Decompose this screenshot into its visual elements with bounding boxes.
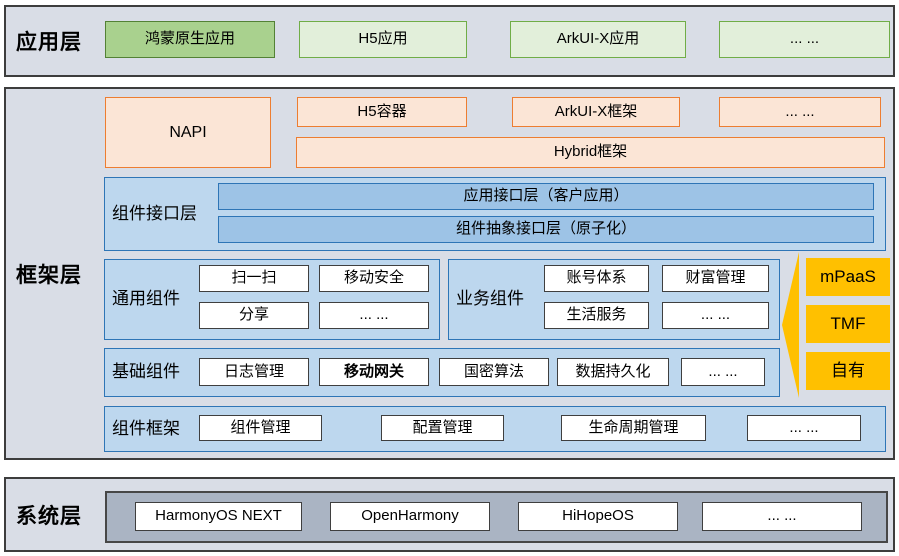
interface-bar-app-api: 应用接口层（客户应用）	[218, 183, 874, 210]
app-box-h5: H5应用	[299, 21, 467, 58]
basic-box-more: ... ...	[681, 358, 765, 386]
fw-box-hybrid-framework: Hybrid框架	[296, 137, 885, 168]
framework-layer-label: 框架层	[16, 263, 82, 287]
basic-box-log: 日志管理	[199, 358, 309, 386]
source-box-own: 自有	[806, 352, 890, 390]
common-box-scan: 扫一扫	[199, 265, 309, 292]
fw-box-napi: NAPI	[105, 97, 271, 168]
common-components-label: 通用组件	[112, 289, 180, 309]
business-box-more: ... ...	[662, 302, 769, 329]
cf-box-component-mgmt: 组件管理	[199, 415, 322, 441]
fw-box-arkui-x-framework: ArkUI-X框架	[512, 97, 680, 127]
common-box-more: ... ...	[319, 302, 429, 329]
business-components-container: 业务组件 账号体系 财富管理 生活服务 ... ...	[448, 259, 780, 340]
system-box-harmonyos-next: HarmonyOS NEXT	[135, 502, 302, 531]
basic-components-label: 基础组件	[112, 362, 180, 382]
system-layer-section: 系统层 HarmonyOS NEXT OpenHarmony HiHopeOS …	[4, 477, 895, 552]
app-box-more: ... ...	[719, 21, 890, 58]
component-interface-layer-container: 组件接口层 应用接口层（客户应用） 组件抽象接口层（原子化）	[104, 177, 886, 251]
fw-box-h5-container: H5容器	[297, 97, 467, 127]
basic-box-persistence: 数据持久化	[557, 358, 669, 386]
framework-layer-section: 框架层 NAPI H5容器 ArkUI-X框架 ... ... Hybrid框架…	[4, 87, 895, 460]
basic-box-mobile-gateway: 移动网关	[319, 358, 429, 386]
app-box-arkui-x: ArkUI-X应用	[510, 21, 686, 58]
system-os-container: HarmonyOS NEXT OpenHarmony HiHopeOS ... …	[105, 491, 888, 543]
business-box-wealth: 财富管理	[662, 265, 769, 292]
source-box-tmf: TMF	[806, 305, 890, 343]
cf-box-lifecycle-mgmt: 生命周期管理	[561, 415, 706, 441]
system-box-hihopeos: HiHopeOS	[518, 502, 678, 531]
system-layer-label: 系统层	[16, 504, 82, 528]
source-box-mpaas: mPaaS	[806, 258, 890, 296]
cf-box-config-mgmt: 配置管理	[381, 415, 504, 441]
system-box-openharmony: OpenHarmony	[330, 502, 490, 531]
cf-box-more: ... ...	[747, 415, 861, 441]
app-box-harmony-native: 鸿蒙原生应用	[105, 21, 275, 58]
business-components-label: 业务组件	[456, 289, 524, 309]
interface-bar-abstract-api: 组件抽象接口层（原子化）	[218, 216, 874, 243]
component-framework-label: 组件框架	[112, 418, 180, 438]
common-components-container: 通用组件 扫一扫 移动安全 分享 ... ...	[104, 259, 440, 340]
business-box-account: 账号体系	[544, 265, 649, 292]
left-arrow-icon	[782, 252, 799, 398]
fw-box-more: ... ...	[719, 97, 881, 127]
application-layer-label: 应用层	[16, 31, 82, 54]
basic-components-container: 基础组件 日志管理 移动网关 国密算法 数据持久化 ... ...	[104, 348, 780, 397]
application-layer-section: 应用层 鸿蒙原生应用 H5应用 ArkUI-X应用 ... ...	[4, 5, 895, 77]
system-box-more: ... ...	[702, 502, 862, 531]
basic-box-sm-crypto: 国密算法	[439, 358, 549, 386]
common-box-mobile-security: 移动安全	[319, 265, 429, 292]
component-framework-container: 组件框架 组件管理 配置管理 生命周期管理 ... ...	[104, 406, 886, 452]
component-interface-layer-label: 组件接口层	[112, 203, 197, 223]
common-box-share: 分享	[199, 302, 309, 329]
business-box-life-service: 生活服务	[544, 302, 649, 329]
